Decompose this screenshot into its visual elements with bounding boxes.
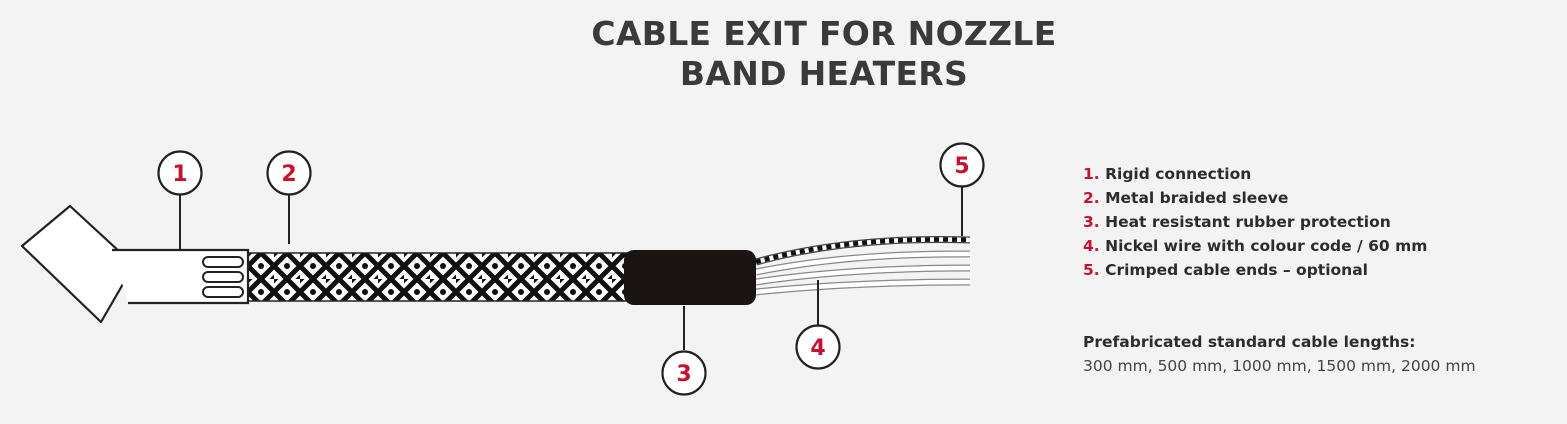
callout-3: 3 — [661, 350, 707, 396]
title-line-2: BAND HEATERS — [679, 54, 969, 93]
diagram-title: CABLE EXIT FOR NOZZLE BAND HEATERS — [524, 14, 1124, 94]
legend-text: Heat resistant rubber protection — [1105, 213, 1391, 231]
title-line-1: CABLE EXIT FOR NOZZLE — [591, 14, 1057, 53]
nickel-wires — [755, 235, 971, 296]
callout-1: 1 — [157, 150, 203, 196]
callout-2-label: 2 — [281, 162, 296, 187]
legend-text: Rigid connection — [1105, 165, 1252, 183]
legend-item: 2. Metal braided sleeve — [1083, 186, 1427, 210]
legend-text: Nickel wire with colour code / 60 mm — [1105, 237, 1428, 255]
callout-2: 2 — [266, 150, 312, 196]
legend-item: 3. Heat resistant rubber protection — [1083, 210, 1427, 234]
cable-lengths-values: 300 mm, 500 mm, 1000 mm, 1500 mm, 2000 m… — [1083, 357, 1476, 375]
callout-5: 5 — [939, 142, 985, 188]
metal-braided-sleeve — [247, 252, 629, 302]
legend-number: 5. — [1083, 261, 1100, 279]
legend-text: Crimped cable ends – optional — [1105, 261, 1368, 279]
legend-item: 5. Crimped cable ends – optional — [1083, 258, 1427, 282]
cable-diagram: 1 2 3 4 5 — [20, 142, 985, 396]
leader-lines — [179, 186, 963, 350]
rubber-protection — [624, 250, 756, 305]
rigid-connection — [20, 204, 250, 324]
callout-4: 4 — [795, 324, 841, 370]
callout-4-label: 4 — [810, 336, 825, 361]
cable-lengths: Prefabricated standard cable lengths: 30… — [1083, 330, 1476, 378]
callout-5-label: 5 — [954, 154, 969, 179]
legend-number: 4. — [1083, 237, 1100, 255]
legend-item: 4. Nickel wire with colour code / 60 mm — [1083, 234, 1427, 258]
legend-list: 1. Rigid connection 2. Metal braided sle… — [1083, 162, 1427, 282]
callout-1-label: 1 — [172, 162, 187, 187]
legend-text: Metal braided sleeve — [1105, 189, 1289, 207]
cable-lengths-heading: Prefabricated standard cable lengths: — [1083, 333, 1416, 351]
legend-number: 1. — [1083, 165, 1100, 183]
callout-3-label: 3 — [676, 362, 691, 387]
legend-number: 2. — [1083, 189, 1100, 207]
legend-number: 3. — [1083, 213, 1100, 231]
legend-item: 1. Rigid connection — [1083, 162, 1427, 186]
